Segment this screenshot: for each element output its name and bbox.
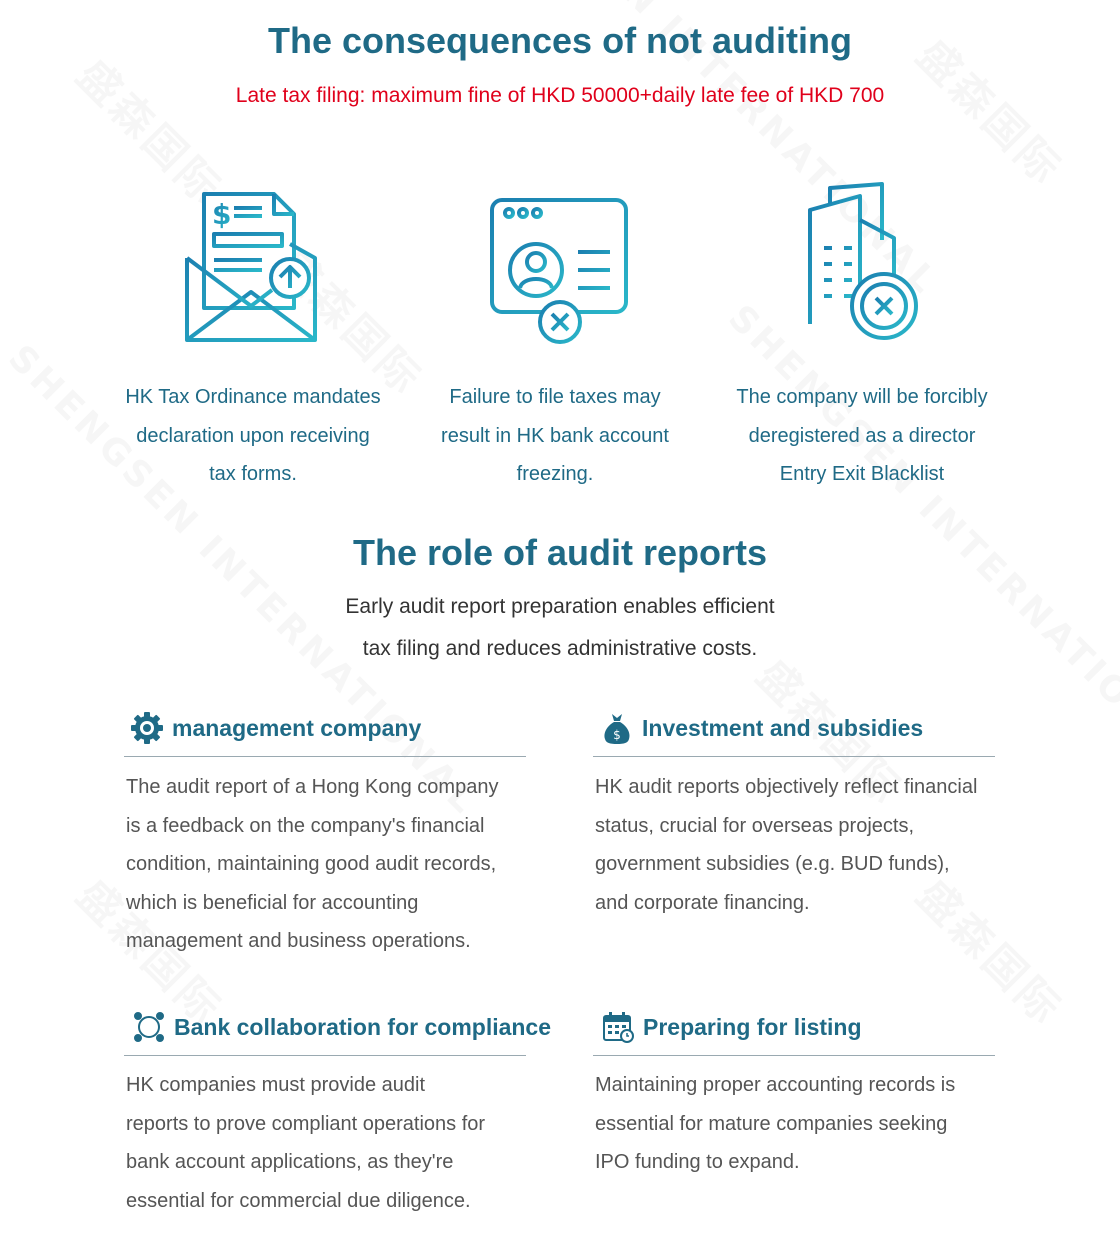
consequence-line: freezing. <box>516 463 594 485</box>
divider <box>124 756 526 757</box>
body-line: bank account applications, as they're <box>126 1151 454 1173</box>
body-line: is a feedback on the company's financial <box>126 814 485 837</box>
body-line: HK companies must provide audit <box>126 1074 426 1096</box>
body-line: reports to prove compliant operations fo… <box>126 1112 486 1135</box>
consequence-tax-ordinance: HK Tax Ordinance mandates declaration up… <box>103 378 403 494</box>
svg-text:$: $ <box>613 728 621 742</box>
body-line: Maintaining proper accounting records is <box>595 1074 956 1096</box>
body-line: and corporate financing. <box>595 891 810 914</box>
body-line: status, crucial for overseas projects, <box>595 814 915 837</box>
page-title: The consequences of not auditing <box>267 20 853 61</box>
intro-line: Early audit report preparation enables e… <box>345 595 775 618</box>
intro-line: tax filing and reduces administrative co… <box>362 637 758 660</box>
consequence-line: Failure to file taxes may <box>449 386 661 408</box>
section-title: Preparing for listing <box>643 1013 862 1040</box>
tax-envelope-icon: $ <box>185 192 317 342</box>
consequence-deregistration: The company will be forcibly deregistere… <box>712 378 1012 494</box>
consequence-bank-freeze: Failure to file taxes may result in HK b… <box>405 378 705 494</box>
section-bank-body: HK companies must provide audit reports … <box>126 1066 556 1220</box>
section-listing-header: Preparing for listing <box>601 1007 862 1047</box>
body-line: essential for commercial due diligence. <box>126 1189 471 1212</box>
section-management-header: management company <box>130 708 421 748</box>
section-title: Bank collaboration for compliance <box>174 1013 552 1040</box>
role-intro: Early audit report preparation enables e… <box>0 586 1120 670</box>
body-line: management and business operations. <box>126 930 471 952</box>
divider <box>593 756 995 757</box>
section-title: Investment and subsidies <box>642 714 924 741</box>
section-investment-header: $ Investment and subsidies <box>600 708 923 748</box>
consequence-line: tax forms. <box>209 463 297 485</box>
money-bag-icon: $ <box>604 714 630 744</box>
svg-text:$: $ <box>212 198 231 231</box>
consequence-line: The company will be forcibly <box>736 386 988 408</box>
penalty-notice: Late tax filing: maximum fine of HKD 500… <box>235 84 885 107</box>
consequence-line: result in HK bank account <box>441 424 669 447</box>
body-line: HK audit reports objectively reflect fin… <box>595 776 978 798</box>
consequence-line: deregistered as a director <box>748 424 976 447</box>
account-frozen-icon <box>490 198 628 344</box>
divider <box>593 1055 995 1056</box>
body-line: The audit report of a Hong Kong company <box>126 776 499 798</box>
deregistered-company-icon <box>808 182 918 340</box>
consequence-line: Entry Exit Blacklist <box>779 463 945 485</box>
body-line: condition, maintaining good audit record… <box>126 853 497 875</box>
section-investment-body: HK audit reports objectively reflect fin… <box>595 768 1025 922</box>
body-line: essential for mature companies seeking <box>595 1112 948 1135</box>
section-listing-body: Maintaining proper accounting records is… <box>595 1066 1025 1182</box>
consequence-line: HK Tax Ordinance mandates <box>125 386 381 408</box>
network-icon <box>134 1012 164 1042</box>
gear-icon <box>131 712 163 744</box>
body-line: government subsidies (e.g. BUD funds), <box>595 853 950 875</box>
body-line: IPO funding to expand. <box>595 1151 800 1173</box>
body-line: which is beneficial for accounting <box>126 891 419 914</box>
section-title-role: The role of audit reports <box>352 532 768 573</box>
calendar-icon <box>603 1012 634 1043</box>
section-management-body: The audit report of a Hong Kong company … <box>126 768 556 961</box>
section-bank-header: Bank collaboration for compliance <box>132 1007 551 1047</box>
section-title: management company <box>172 714 422 741</box>
divider <box>124 1055 526 1056</box>
consequence-line: declaration upon receiving <box>136 424 370 447</box>
